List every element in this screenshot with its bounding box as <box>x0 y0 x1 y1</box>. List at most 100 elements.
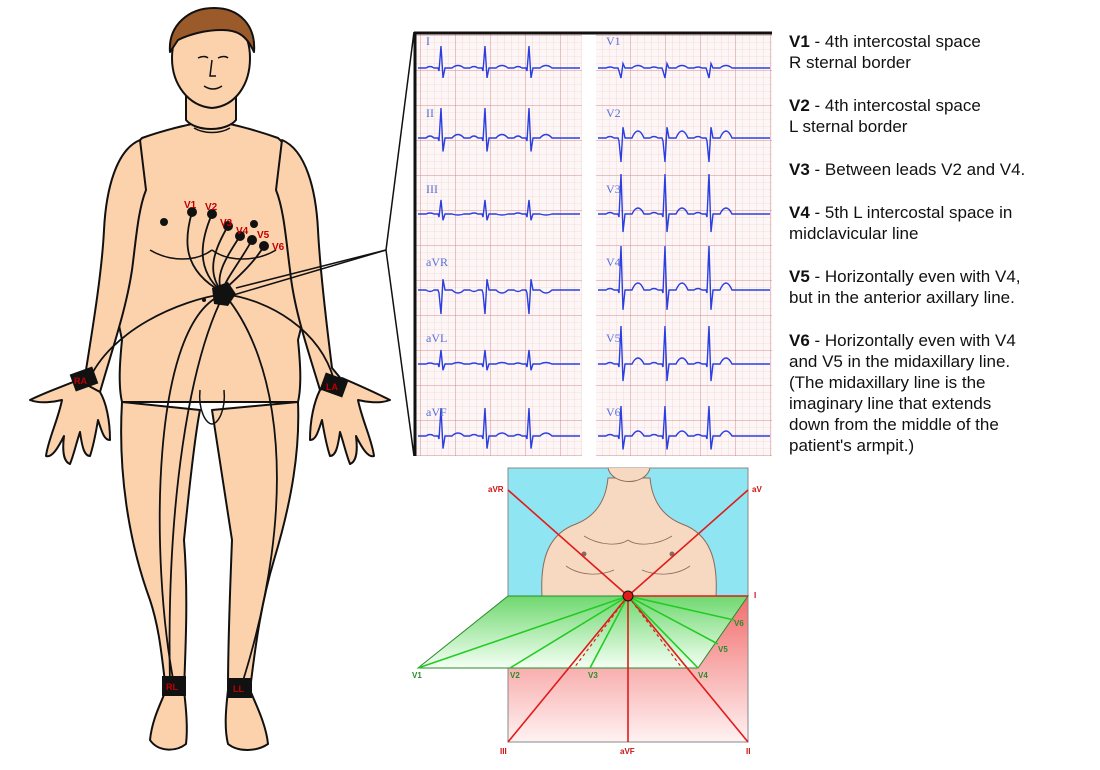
ecg-trace-chest-5 <box>598 325 770 382</box>
desc-text-5: down from the middle of the <box>789 415 999 434</box>
diagram-label-i: I <box>754 591 756 600</box>
ecg-trace-chest-1 <box>598 60 770 79</box>
electrode-v5 <box>247 235 257 245</box>
electrode-v1 <box>187 207 197 217</box>
diagram-label-v4: V4 <box>698 671 708 680</box>
left-nipple <box>250 220 258 228</box>
navel <box>202 298 206 302</box>
ecg-trace-limb-1 <box>418 45 580 79</box>
diagram-torso <box>541 477 717 597</box>
desc-v5: V5 - Horizontally even with V4, but in t… <box>789 266 1094 308</box>
desc-text: - Horizontally even with V4 <box>809 331 1016 350</box>
human-body-illustration <box>29 7 391 751</box>
diagram-label-v6: V6 <box>734 619 744 628</box>
horizontal-plane <box>416 595 749 669</box>
diagram-label-v1: V1 <box>412 671 422 680</box>
ecg-trace-chest-2 <box>598 127 770 163</box>
ecg-label-v3: V3 <box>606 182 621 196</box>
heart-center <box>622 590 634 602</box>
desc-v2: V2 - 4th intercostal space L sternal bor… <box>789 95 1094 137</box>
ecg-trace-chest-3 <box>598 173 770 233</box>
desc-text-2: midclavicular line <box>789 224 919 243</box>
desc-lead: V3 <box>789 160 810 179</box>
left-foot <box>224 689 269 751</box>
ecg-trace-chest-4 <box>598 245 770 310</box>
diagram-label-avl: aV <box>752 485 762 494</box>
label-ll: LL <box>233 684 244 694</box>
desc-text-2: R sternal border <box>789 53 911 72</box>
desc-lead: V2 <box>789 96 810 115</box>
desc-text: - 5th L intercostal space in <box>809 203 1013 222</box>
ecg-trace-limb-4 <box>418 279 580 315</box>
label-la: LA <box>326 382 338 392</box>
ecg-label-v6: V6 <box>606 405 621 419</box>
diagram-label-v5: V5 <box>718 645 728 654</box>
precordial-vectors <box>417 595 735 669</box>
desc-lead: V5 <box>789 267 810 286</box>
desc-v4: V4 - 5th L intercostal space in midclavi… <box>789 202 1094 244</box>
ecg-trace-chest-6 <box>598 405 770 450</box>
electrode-v2 <box>207 209 217 219</box>
body-details <box>149 55 277 425</box>
plane-dashed-axes <box>573 595 683 669</box>
ecg-label-iii: III <box>426 182 438 196</box>
callout-lines <box>229 31 415 457</box>
diagram-label-v2: V2 <box>510 671 520 680</box>
wire-junction <box>212 282 236 306</box>
desc-v3: V3 - Between leads V2 and V4. <box>789 159 1094 180</box>
chest-electrode-labels: V1 V2 V3 V4 V5 V6 <box>184 200 285 253</box>
lead-wires <box>87 211 335 685</box>
desc-text: - 4th intercostal space <box>809 32 981 51</box>
ecg-label-v5: V5 <box>606 331 621 345</box>
ecg-traces <box>418 45 770 450</box>
label-v2: V2 <box>205 202 218 213</box>
ecg-label-avl: aVL <box>426 331 447 345</box>
ecg-label-v2: V2 <box>606 106 621 120</box>
desc-lead: V1 <box>789 32 810 51</box>
desc-text: - 4th intercostal space <box>809 96 981 115</box>
ecg-lead-labels: I II III aVR aVL aVF V1 V2 V3 V4 V5 V6 <box>426 34 621 419</box>
label-v5: V5 <box>257 230 270 241</box>
diagram-label-avr: aVR <box>488 485 504 494</box>
desc-text-2: and V5 in the midaxillary line. <box>789 352 1011 371</box>
electrode-v4 <box>235 231 245 241</box>
lead-axis-diagram: aVR aV I III aVF II V1 V2 V3 V4 V5 V6 <box>412 467 762 756</box>
desc-text-6: patient's armpit.) <box>789 436 915 455</box>
left-leg <box>211 401 300 691</box>
label-rl: RL <box>166 682 178 692</box>
diagram-label-v3: V3 <box>588 671 598 680</box>
ecg-label-ii: II <box>426 106 434 120</box>
ecg-label-v4: V4 <box>606 255 621 269</box>
right-hand <box>29 379 111 465</box>
frontal-axes <box>507 489 749 743</box>
ecg-label-i: I <box>426 34 430 48</box>
label-v3: V3 <box>220 218 233 229</box>
desc-text-4: imaginary line that extends <box>789 394 992 413</box>
label-v1: V1 <box>184 200 197 211</box>
desc-text-3: (The midaxillary line is the <box>789 373 986 392</box>
ecg-trace-limb-6 <box>418 407 580 449</box>
desc-text: - Horizontally even with V4, <box>809 267 1021 286</box>
right-foot <box>149 689 188 751</box>
desc-text-2: L sternal border <box>789 117 908 136</box>
desc-lead: V6 <box>789 331 810 350</box>
left-hand <box>309 377 391 465</box>
desc-text: - Between leads V2 and V4. <box>809 160 1026 179</box>
ecg-trace-limb-3 <box>418 199 580 221</box>
label-ra: RA <box>74 376 87 386</box>
ecg-label-avr: aVR <box>426 255 448 269</box>
ecg-divider <box>582 32 596 456</box>
limb-electrodes: RA LA RL LL <box>69 366 349 698</box>
right-nipple <box>160 218 168 226</box>
lead-descriptions: V1 - 4th intercostal space R sternal bor… <box>789 31 1094 478</box>
ecg-label-v1: V1 <box>606 34 621 48</box>
diagram-label-avf: aVF <box>620 747 635 756</box>
diagram-label-iii: III <box>500 747 507 756</box>
ecg-strip: I II III aVR aVL aVF V1 V2 V3 V4 V5 V6 <box>413 31 772 456</box>
chest-electrodes <box>187 207 269 251</box>
ecg-label-avf: aVF <box>426 405 447 419</box>
electrode-v6 <box>259 241 269 251</box>
diagram-label-ii: II <box>746 747 750 756</box>
diagram-chin <box>607 467 651 482</box>
